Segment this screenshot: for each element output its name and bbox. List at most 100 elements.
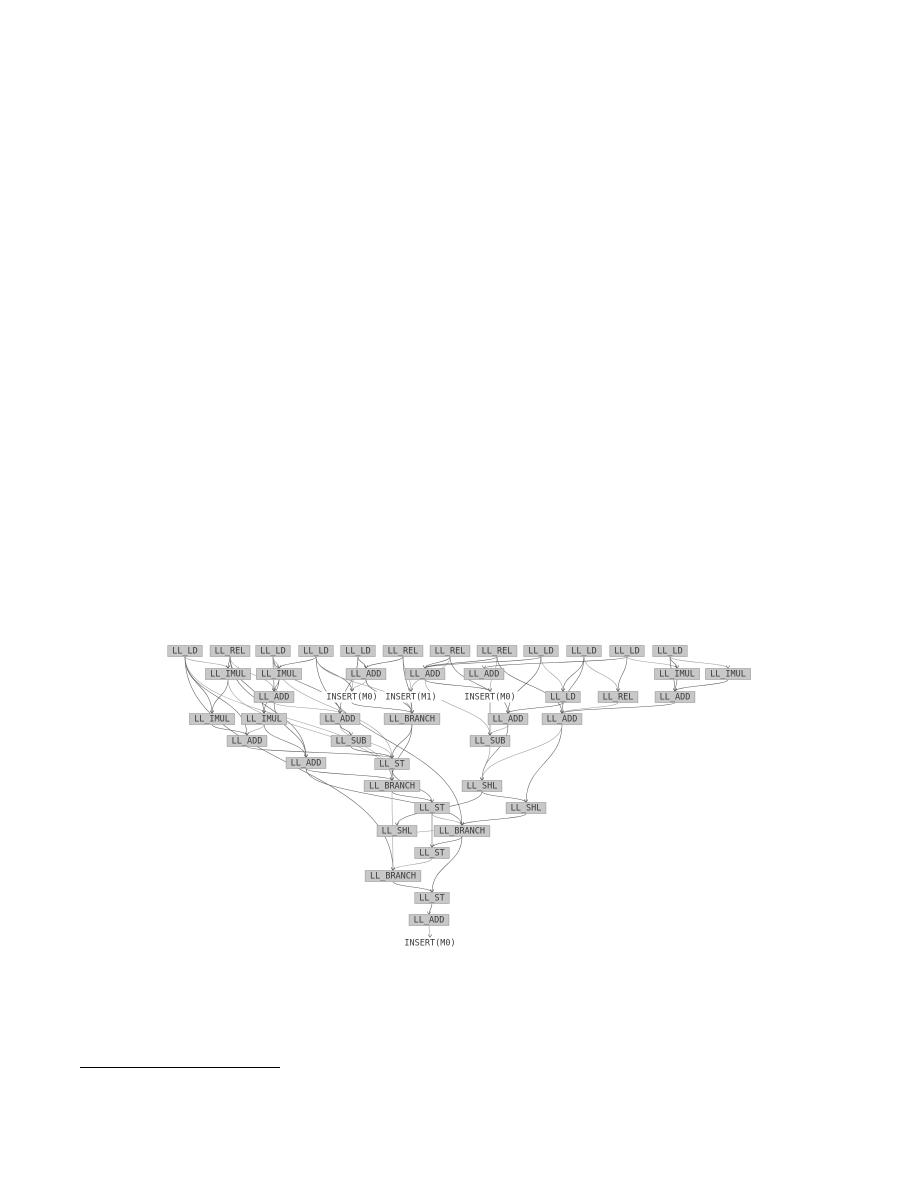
node-box <box>523 645 559 657</box>
node-box <box>285 757 327 769</box>
edge <box>391 791 433 803</box>
edge <box>424 656 542 669</box>
node-label: LL_LD <box>614 647 640 657</box>
node-label: LL_IMUL <box>194 715 230 725</box>
node-label: LL_IMUL <box>210 670 246 680</box>
edge <box>561 656 585 714</box>
graph-node: LL_LD <box>545 691 581 703</box>
node-label: INSERT(M0) <box>464 693 515 703</box>
edge-arrowhead <box>481 665 487 670</box>
node-box <box>469 735 511 747</box>
node-label: LL_SHL <box>382 827 413 837</box>
graph-node: LL_LD <box>609 645 645 657</box>
node-label: LL_ST <box>419 849 445 859</box>
node-label: LL_REL <box>482 647 513 657</box>
edge <box>489 724 509 736</box>
edge <box>278 656 317 669</box>
node-box <box>609 645 645 657</box>
edge <box>315 656 413 714</box>
node-label: LL_ADD <box>351 670 382 680</box>
edge-arrowhead <box>348 732 354 737</box>
graph-node: LL_IMUL <box>189 713 235 725</box>
graph-node: LL_ADD <box>345 668 387 680</box>
edge <box>391 724 413 781</box>
node-box <box>330 735 372 747</box>
graph-node: LL_BRANCH <box>364 870 422 882</box>
edge <box>229 656 275 692</box>
node-box <box>209 645 251 657</box>
node-box <box>256 668 302 680</box>
footnote-rule <box>80 1067 280 1068</box>
node-label: LL_LD <box>528 647 554 657</box>
edge <box>481 746 491 781</box>
node-box <box>321 691 383 703</box>
node-box <box>340 645 376 657</box>
node-box <box>461 780 503 792</box>
node-box <box>167 645 203 657</box>
graph-node: LL_LD <box>566 645 602 657</box>
node-box <box>399 937 461 949</box>
node-label: LL_ADD <box>660 693 691 703</box>
graph-node: LL_REL <box>429 645 471 657</box>
node-box <box>374 758 410 770</box>
graph-node: LL_LD <box>167 645 203 657</box>
edge <box>315 656 463 826</box>
graph-node: LL_LD <box>298 645 334 657</box>
node-label: LL_ADD <box>259 693 290 703</box>
node-box <box>541 713 583 725</box>
edge <box>392 858 433 871</box>
node-box <box>652 645 688 657</box>
edge <box>402 656 413 714</box>
graph-node: LL_ST <box>414 802 450 814</box>
edge <box>273 702 341 714</box>
graph-node: LL_SHL <box>376 825 418 837</box>
node-label: LL_ADD <box>291 759 322 769</box>
edge <box>674 679 729 692</box>
edge <box>461 813 527 826</box>
node-label: LL_REL <box>215 647 246 657</box>
node-box <box>404 668 446 680</box>
edge <box>424 679 491 692</box>
node-box <box>255 645 291 657</box>
node-box <box>241 713 287 725</box>
node-box <box>226 735 268 747</box>
edge <box>350 746 393 759</box>
graph-node: LL_ADD <box>226 735 268 747</box>
edge <box>305 768 393 781</box>
node-label: LL_LD <box>657 647 683 657</box>
edge <box>431 813 463 826</box>
node-label: LL_SHL <box>511 804 542 814</box>
edge <box>424 679 491 736</box>
graph-node: LL_LD <box>340 645 376 657</box>
node-label: LL_BRANCH <box>439 827 485 837</box>
node-box <box>545 691 581 703</box>
graph-node: LL_ADD <box>319 713 361 725</box>
node-box <box>319 713 361 725</box>
node-box <box>487 713 529 725</box>
edge <box>507 702 564 714</box>
edge <box>246 724 265 736</box>
node-box <box>459 691 521 703</box>
graph-node: LL_ADD <box>285 757 327 769</box>
edge <box>184 656 213 714</box>
edge <box>339 724 352 736</box>
graph-node: LL_LD <box>255 645 291 657</box>
edge <box>525 724 563 803</box>
edge <box>428 925 431 938</box>
graph-node: LL_ST <box>374 758 410 770</box>
edge <box>424 656 498 669</box>
node-label: LL_ST <box>419 894 445 904</box>
edge <box>674 679 678 692</box>
node-label: LL_BRANCH <box>369 782 415 792</box>
graph-node: LL_BRANCH <box>433 825 491 837</box>
edge <box>351 702 413 714</box>
graph-node: LL_BRANCH <box>383 713 441 725</box>
graph-node: LL_SHL <box>461 780 503 792</box>
edge <box>428 903 433 915</box>
node-box <box>364 870 422 882</box>
node-label: LL_LD <box>260 647 286 657</box>
graph-node: INSERT(M1) <box>380 691 442 703</box>
node-box <box>408 914 450 926</box>
node-box <box>433 825 491 837</box>
node-label: LL_REL <box>388 647 419 657</box>
